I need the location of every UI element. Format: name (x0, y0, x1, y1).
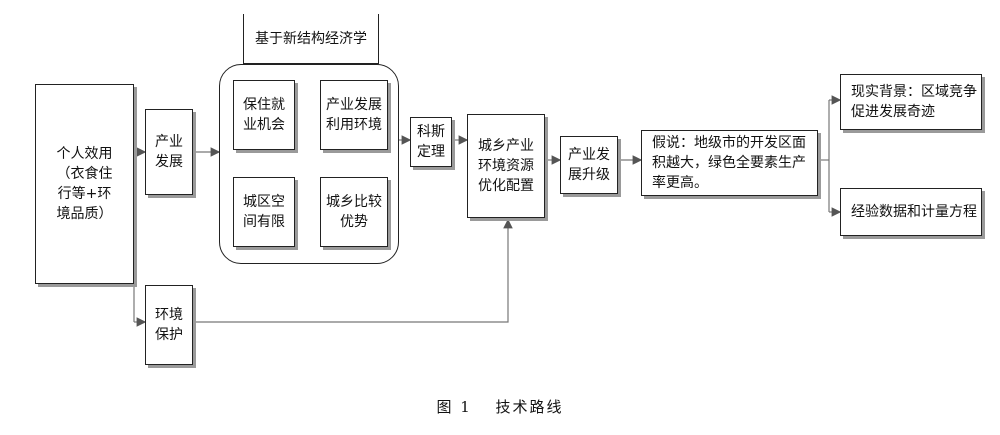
node-comparative-advantage: 城乡比较 优势 (320, 177, 388, 247)
node-empirical-method: 经验数据和计量方程 (840, 188, 982, 236)
node-new-structural-economics: 基于新结构经济学 (243, 14, 379, 64)
node-hypothesis: 假说：地级市的开发区面 积越大，绿色全要素生产 率更高。 (641, 130, 818, 196)
node-resource-allocation: 城乡产业 环境资源 优化配置 (467, 114, 545, 218)
node-real-background: 现实背景：区域竞争 促进发展奇迹 (840, 74, 982, 130)
node-coase-theorem: 科斯 定理 (410, 117, 452, 167)
node-employment-security: 保住就 业机会 (233, 80, 295, 150)
node-personal-utility: 个人效用 （衣食住 行等+环 境品质） (35, 84, 134, 284)
node-urban-space-limited: 城区空 间有限 (233, 177, 295, 247)
node-environment-protection: 环境 保护 (145, 285, 193, 365)
figure-caption: 图 1 技术路线 (436, 398, 564, 416)
node-industry-development: 产业 发展 (145, 109, 193, 195)
node-industry-environment: 产业发展 利用环境 (320, 80, 388, 150)
node-industry-upgrade: 产业发 展升级 (560, 136, 618, 194)
arrow-environment-to-allocation (193, 218, 513, 323)
